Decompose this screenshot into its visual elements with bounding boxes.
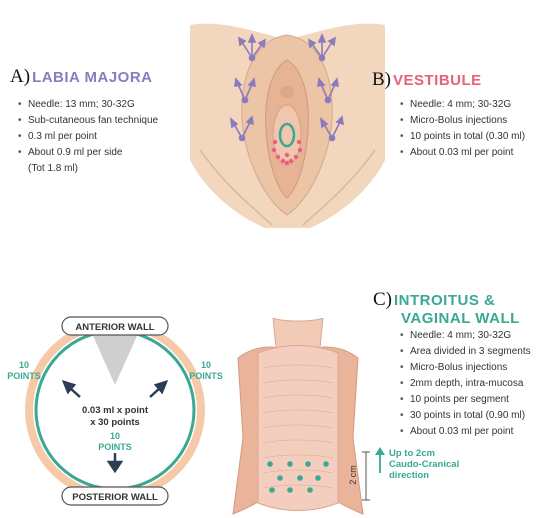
left-points-label: POINTS [7,371,41,381]
section-b-bullets: Needle: 4 mm; 30-32G Micro-Bolus injecti… [400,97,550,161]
section-c-bullets: Needle: 4 mm; 30-32G Area divided in 3 s… [400,328,550,440]
direction-arrows [61,380,169,474]
arrow-left-up-head-icon [61,380,77,395]
list-item: Micro-Bolus injections [400,113,550,129]
section-a-title: LABIA MAJORA [32,69,153,86]
section-b-letter: B) [372,69,391,90]
section-a-bullets: Needle: 13 mm; 30-32G Sub-cutaneous fan … [18,97,193,177]
list-item: Sub-cutaneous fan technique [18,113,193,129]
list-item: About 0.03 ml per point [400,145,550,161]
center-line-1: 0.03 ml x point [82,405,149,416]
center-line-2: x 30 points [90,417,140,428]
vulva-illustration [190,23,385,228]
section-a-letter: A) [10,66,31,87]
bottom-points-count: 10 [110,431,120,441]
arrow-right-up-head-icon [153,380,169,395]
list-item: 0.3 ml per point [18,129,193,145]
measure-bracket [362,451,370,501]
list-item: About 0.03 ml per point [400,424,550,440]
vaginal-note: Up to 2cm Caudo-Cranical direction [389,448,459,481]
note-line-3: direction [389,470,430,481]
list-item: Needle: 4 mm; 30-32G [400,97,550,113]
circle-diagram: ANTERIOR WALL POSTERIOR WALL 10 POINTS 1… [7,316,223,506]
section-c-title-line-1: INTROITUS & [394,292,496,309]
anterior-wall-label: ANTERIOR WALL [75,322,154,333]
right-points-count: 10 [201,360,211,370]
bottom-points-label: POINTS [98,442,132,452]
list-item: 30 points in total (0.90 ml) [400,408,550,424]
up-arrow-icon [375,447,385,473]
vestibule-injection-points [271,139,303,166]
section-c-letter: C) [373,289,392,310]
section-b-heading: B) VESTIBULE [372,69,482,91]
section-c-title-line-2: VAGINAL WALL [401,310,520,327]
note-line-1: Up to 2cm [389,448,435,459]
list-item: Needle: 4 mm; 30-32G [400,328,550,344]
posterior-wall-label: POSTERIOR WALL [72,492,158,503]
introitus-outline [278,122,296,148]
measure-label: 2 cm [348,465,358,485]
list-item-continuation: (Tot 1.8 ml) [28,163,79,174]
section-b-title: VESTIBULE [393,72,482,89]
labia-majora-fan-arrows [229,32,344,142]
list-item: Micro-Bolus injections [400,360,550,376]
section-c-heading: C) INTROITUS & VAGINAL WALL [373,289,520,327]
arrow-down-head-icon [106,460,124,474]
list-item: 10 points in total (0.30 ml) [400,129,550,145]
anterior-wedge [90,329,140,385]
vaginal-wall-illustration [232,318,364,515]
left-points-count: 10 [19,360,29,370]
list-item: 10 points per segment [400,392,550,408]
right-points-label: POINTS [189,371,223,381]
list-item: 2mm depth, intra-mucosa [400,376,550,392]
list-item: Area divided in 3 segments [400,344,550,360]
list-item: About 0.9 ml per side [18,145,193,161]
note-line-2: Caudo-Cranical [389,459,460,470]
list-item: Needle: 13 mm; 30-32G [18,97,193,113]
vaginal-injection-points [267,461,329,493]
section-a-heading: A) LABIA MAJORA [10,66,153,88]
